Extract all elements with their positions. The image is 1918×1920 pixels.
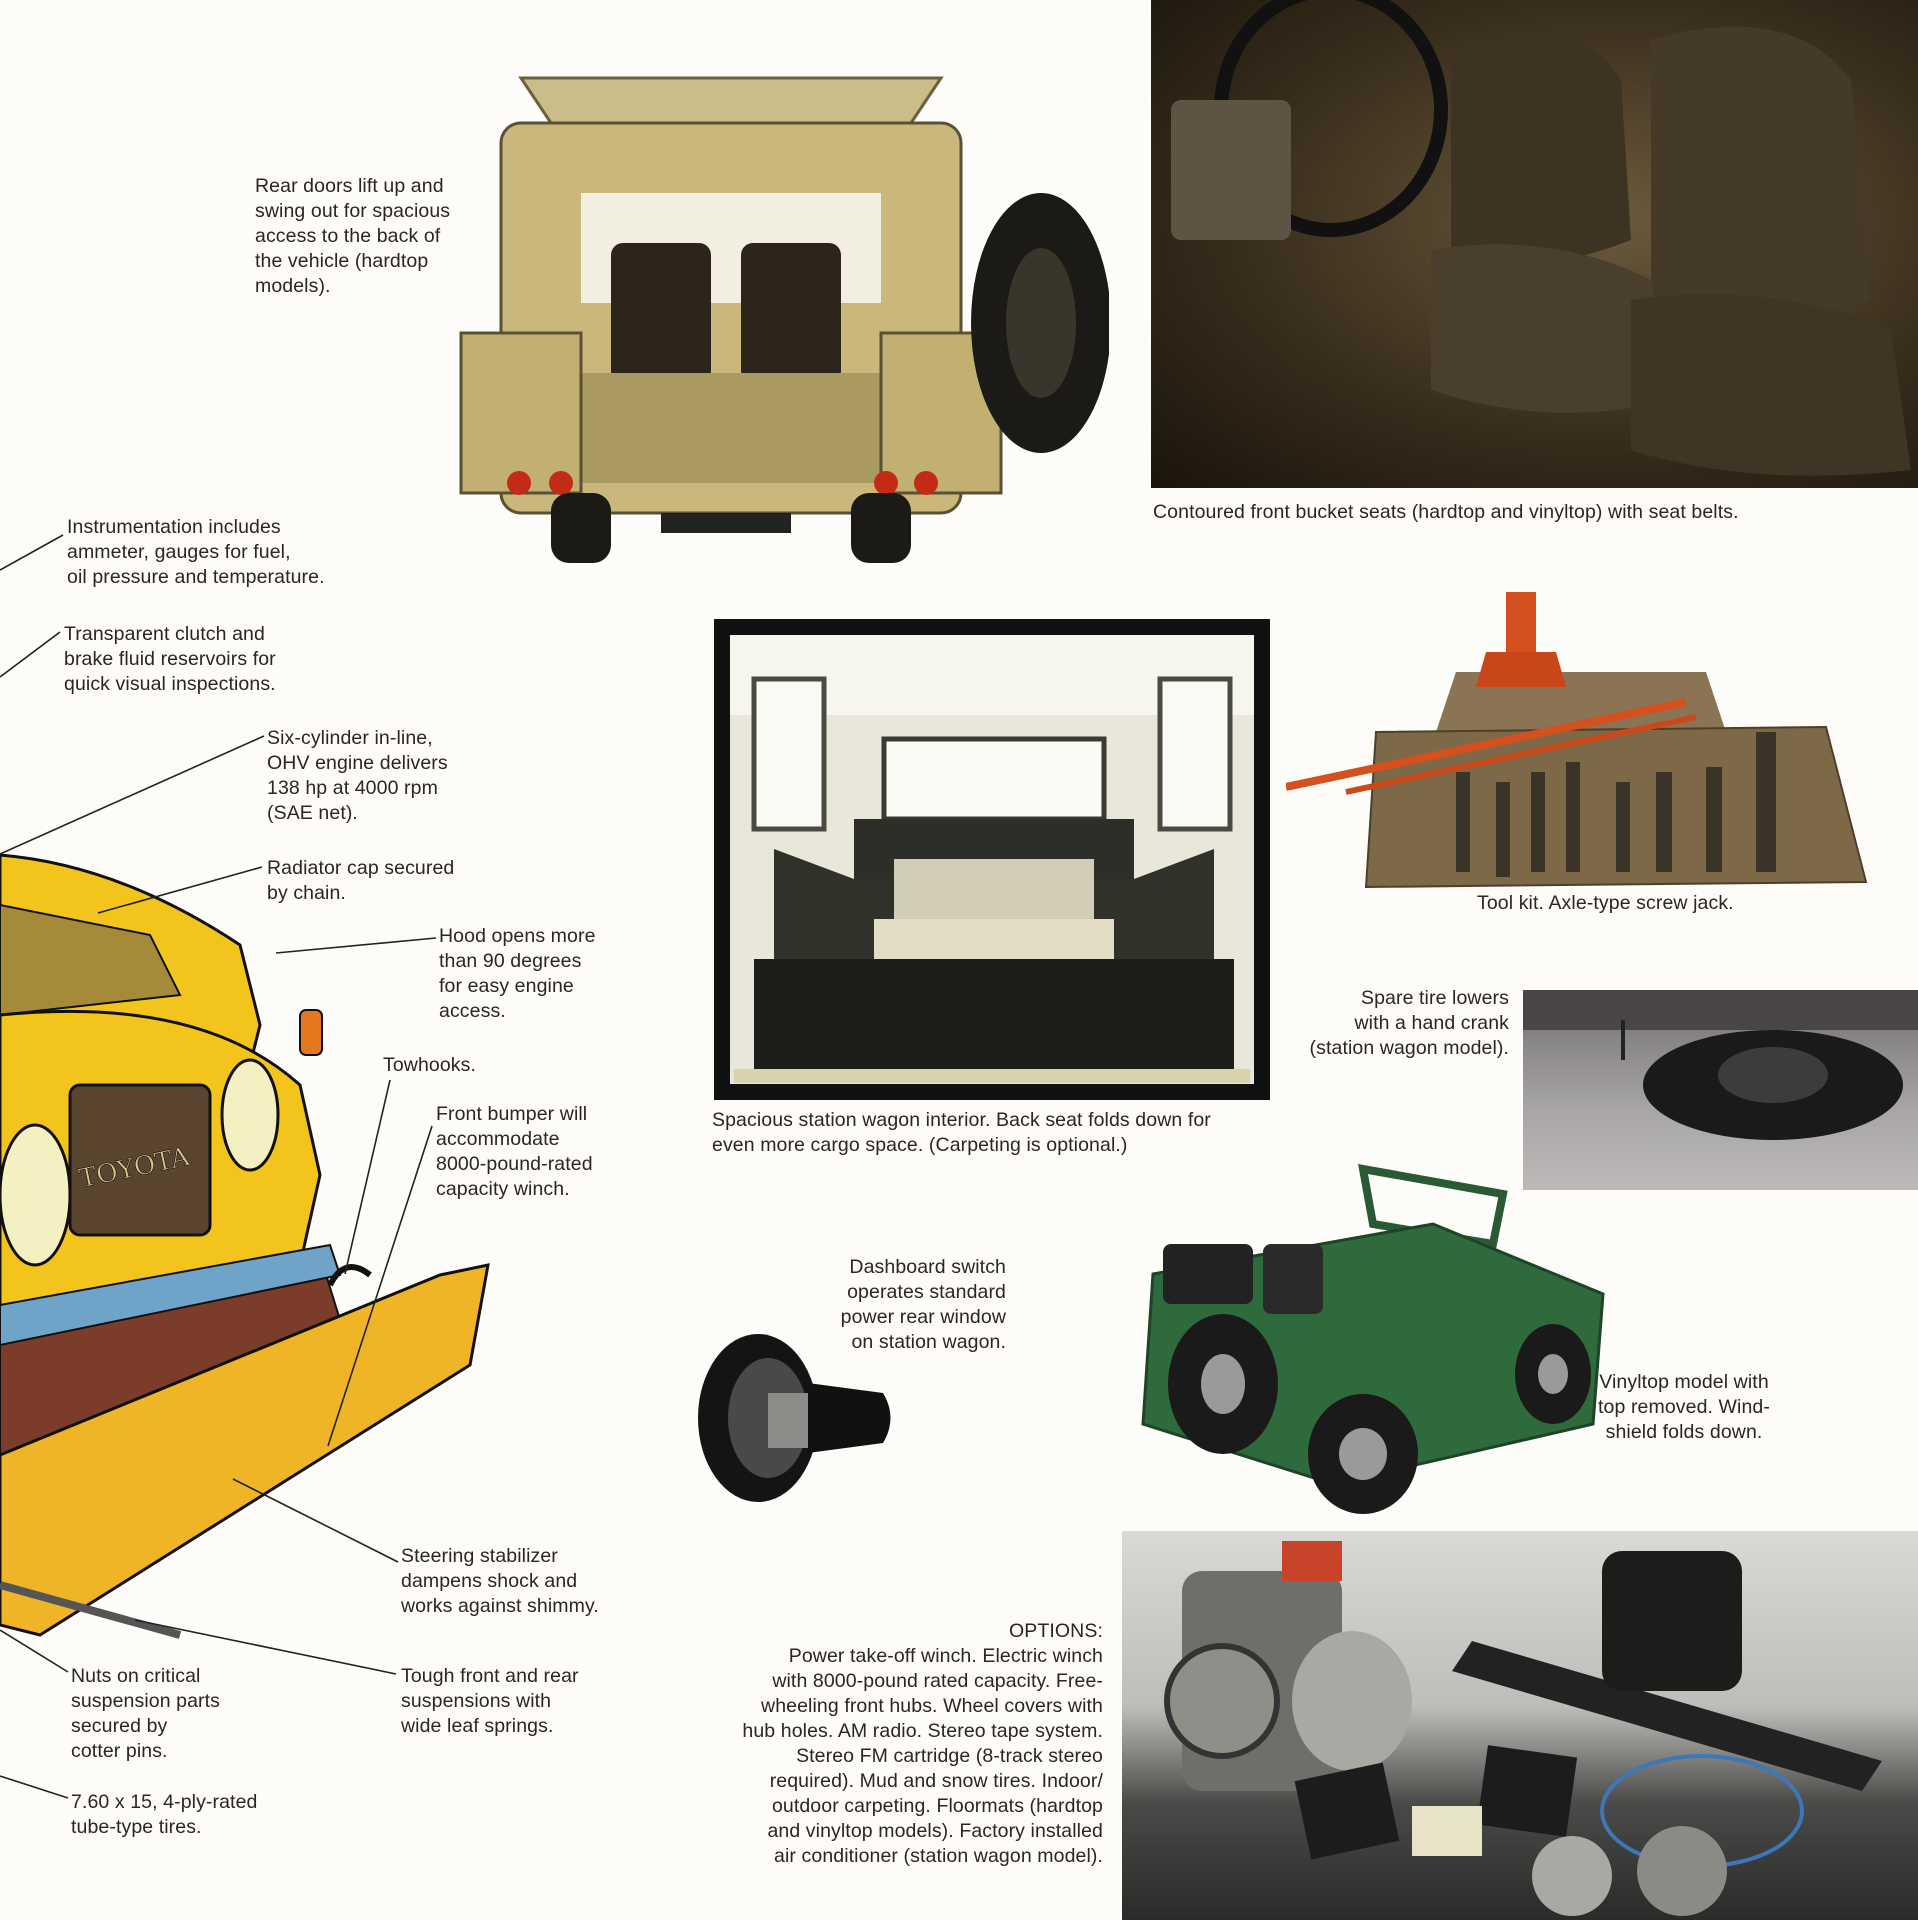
tool-kit-photo bbox=[1286, 582, 1868, 888]
tires-caption: 7.60 x 15, 4-ply-rated tube-type tires. bbox=[71, 1791, 258, 1838]
instrumentation-caption: Instrumentation includes ammeter, gauges… bbox=[67, 516, 325, 588]
nuts-caption: Nuts on critical suspension parts secure… bbox=[71, 1665, 221, 1762]
radiator-caption: Radiator cap secured by chain. bbox=[267, 857, 455, 904]
options-body: Power take-off winch. Electric winch wit… bbox=[742, 1645, 1103, 1867]
bucket-seats-caption: Contoured front bucket seats (hardtop an… bbox=[1153, 501, 1739, 523]
station-wagon-interior-photo bbox=[714, 619, 1270, 1100]
dashboard-switch-caption: Dashboard switch operates standard power… bbox=[840, 1256, 1006, 1353]
rear-doors-illustration bbox=[441, 73, 1109, 570]
suspension-caption: Tough front and rear suspensions with wi… bbox=[401, 1665, 579, 1737]
options-title: OPTIONS: bbox=[1009, 1620, 1103, 1642]
spare-tire-caption: Spare tire lowers with a hand crank (sta… bbox=[1309, 987, 1509, 1059]
spare-tire-photo bbox=[1523, 990, 1918, 1190]
bucket-seats-photo bbox=[1151, 0, 1918, 488]
vinyltop-jeep-photo bbox=[1133, 1164, 1615, 1517]
hood-caption: Hood opens more than 90 degrees for easy… bbox=[439, 925, 596, 1022]
engine-caption: Six-cylinder in-line, OHV engine deliver… bbox=[267, 727, 448, 824]
bumper-caption: Front bumper will accommodate 8000-pound… bbox=[436, 1103, 593, 1200]
reservoirs-caption: Transparent clutch and brake fluid reser… bbox=[64, 623, 276, 695]
steering-caption: Steering stabilizer dampens shock and wo… bbox=[401, 1545, 599, 1617]
front-cutaway-illustration: TOYOTA bbox=[0, 845, 490, 1641]
towhooks-caption: Towhooks. bbox=[383, 1054, 477, 1076]
station-wagon-caption: Spacious station wagon interior. Back se… bbox=[712, 1109, 1211, 1156]
tool-kit-caption: Tool kit. Axle-type screw jack. bbox=[1477, 892, 1734, 914]
options-accessories-photo bbox=[1122, 1531, 1918, 1920]
dashboard-switch-photo bbox=[698, 1333, 900, 1504]
vinyltop-caption: Vinyltop model with top removed. Wind- s… bbox=[1598, 1371, 1770, 1443]
rear-doors-caption: Rear doors lift up and swing out for spa… bbox=[255, 175, 451, 297]
